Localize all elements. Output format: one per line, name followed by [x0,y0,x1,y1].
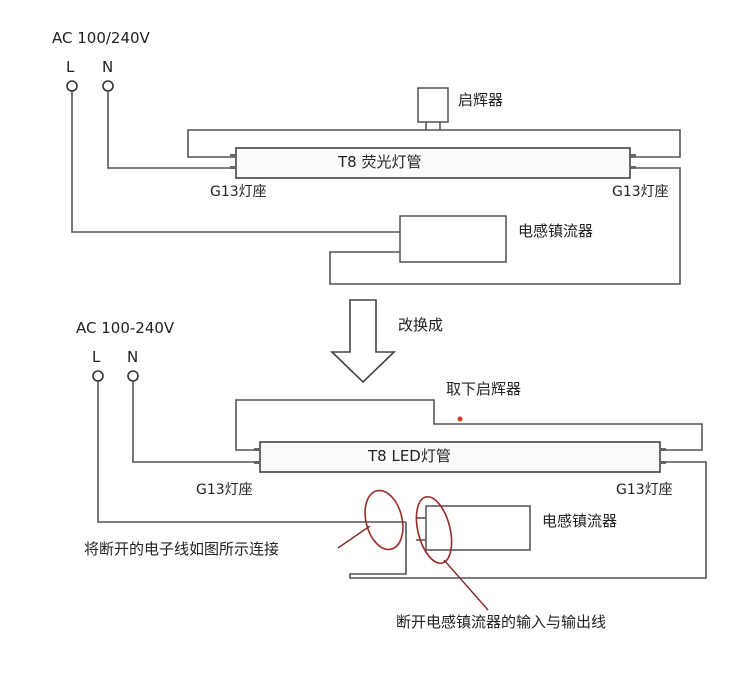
down-arrow-icon [330,299,396,384]
bottom-socket-left-label: G13灯座 [196,482,253,498]
bottom-live-wire [97,381,406,523]
top-supply-label: AC 100/240V [52,29,151,47]
bottom-supply-label: AC 100-240V [76,319,175,337]
top-neutral-label: N [102,58,113,76]
bottom-neutral-label: N [127,348,138,366]
bottom-joined-wire [349,461,707,579]
top-starter-loop [187,129,681,158]
top-live-terminal [66,80,78,92]
top-neutral-wire [107,91,236,169]
transition-label: 改换成 [398,316,443,334]
top-starter-label: 启辉器 [458,91,503,109]
bottom-ballast-box [425,505,531,551]
connect-highlight-oval [364,489,404,551]
disconnect-leader-line [443,559,489,611]
top-ballast-box [399,215,507,263]
top-socket-left-label: G13灯座 [210,184,267,200]
connect-leader-line [337,525,371,549]
disconnect-highlight-oval [415,495,453,565]
bottom-socket-right-label: G13灯座 [616,482,673,498]
bottom-diagram: AC 100-240V L N 取下启辉器 T8 LED灯管 G13灯座 G13… [76,319,707,631]
top-tube-label: T8 荧光灯管 [337,153,421,171]
top-live-wire [71,91,400,233]
bottom-tube-label: T8 LED灯管 [367,447,451,465]
top-neutral-terminal [102,80,114,92]
bottom-led-tube [259,441,661,473]
bottom-remove-starter-label: 取下启辉器 [446,380,521,398]
connect-note: 将断开的电子线如图所示连接 [84,540,279,558]
bottom-live-terminal [92,370,104,382]
bottom-live-label: L [92,348,101,366]
top-ballast-label: 电感镇流器 [518,222,593,240]
bottom-starter-loop [235,399,703,451]
removed-starter-marker [457,416,463,422]
bottom-ballast-label: 电感镇流器 [542,512,617,530]
disconnect-note: 断开电感镇流器的输入与输出线 [396,613,606,631]
top-socket-right-label: G13灯座 [612,184,669,200]
top-ballast-output-wire [329,167,681,285]
top-starter-box [417,87,449,123]
top-fluorescent-tube [235,147,631,179]
transition-arrow: 改换成 [330,299,443,384]
bottom-neutral-terminal [127,370,139,382]
top-live-label: L [66,58,75,76]
bottom-neutral-wire [132,381,260,463]
top-diagram: AC 100/240V L N 启辉器 T8 荧光灯管 G13灯座 G13灯座 … [52,29,681,285]
